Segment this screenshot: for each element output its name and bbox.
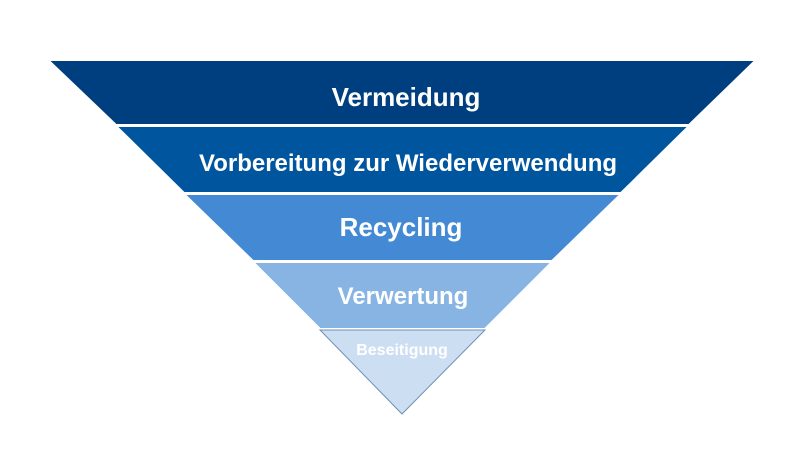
tier-1: Vermeidung bbox=[45, 59, 759, 126]
tier-2-label: Vorbereitung zur Wiederverwendung bbox=[199, 150, 617, 177]
tier-4-label: Verwertung bbox=[338, 283, 469, 310]
tier-3: Recycling bbox=[181, 193, 624, 262]
tier-5-band bbox=[318, 329, 487, 415]
tier-3-label: Recycling bbox=[340, 212, 463, 242]
tier-4: Verwertung bbox=[250, 261, 555, 330]
tier-2: Vorbereitung zur Wiederverwendung bbox=[113, 125, 692, 194]
tier-5-label: Beseitigung bbox=[356, 342, 448, 359]
tier-4-band bbox=[250, 261, 555, 330]
tier-5: Beseitigung bbox=[318, 329, 487, 415]
tier-1-label: Vermeidung bbox=[332, 82, 481, 112]
